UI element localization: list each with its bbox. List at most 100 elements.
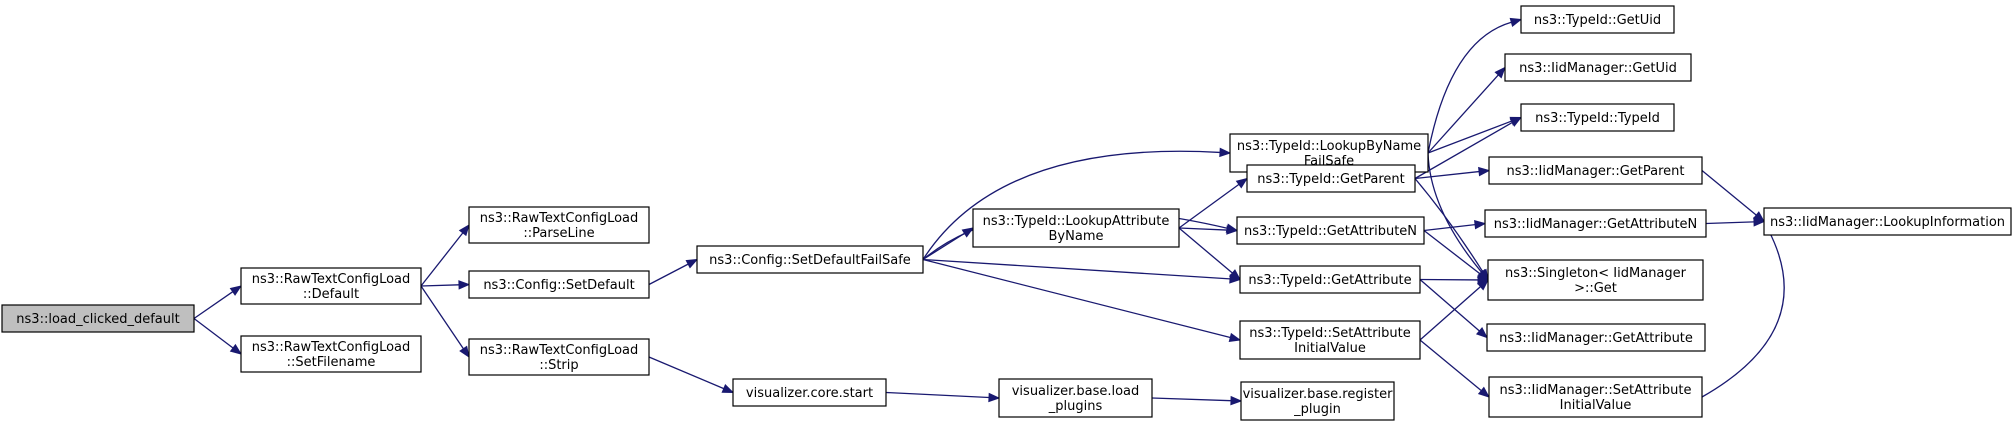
edge-config_setdefaultfailsafe-to-typeid_lookupattributebyname [922,227,975,261]
arrow-head-icon [229,343,243,355]
arrow-head-icon [458,280,471,290]
node-box [1239,320,1421,360]
node-typeid_typeid[interactable]: ns3::TypeId::TypeId [1520,103,1675,132]
node-box [240,335,422,373]
node-label: visualizer.base.register [1243,387,1394,402]
edge-line [1178,183,1240,229]
edge-line [648,356,725,390]
node-box [1484,209,1707,238]
edge-rtcl_default-to-rtcl_strip [420,285,470,359]
node-box [1246,164,1416,193]
arrow-head-icon [1476,279,1490,291]
node-iidm_lookupinformation[interactable]: ns3::IidManager::LookupInformation [1763,207,2012,236]
node-config_setdefault[interactable]: ns3::Config::SetDefault [468,270,650,299]
edge-line [1414,178,1484,272]
node-label: ns3::load_clicked_default [16,312,179,327]
node-label: visualizer.base.load [1012,384,1140,399]
node-label: ns3::RawTextConfigLoad [480,343,639,358]
node-box [998,378,1153,418]
node-box [696,245,924,274]
edge-line [1701,230,1785,398]
arrow-head-icon [1219,147,1232,158]
edge-line [1701,169,1757,216]
edge-line [193,317,234,349]
edge-typeid_setattributeinitialvalue-to-iidm_setattributeinitialvalue [1419,339,1491,398]
node-rtcl_parseline[interactable]: ns3::RawTextConfigLoad::ParseLine [468,206,650,244]
edge-typeid_getparent-to-typeid_typeid [1414,116,1523,180]
node-typeid_getattribute[interactable]: ns3::TypeId::GetAttribute [1239,265,1421,294]
node-label: ::Strip [539,358,578,373]
edge-typeid_setattributeinitialvalue-to-singleton_get [1419,279,1490,341]
arrow-head-icon [229,285,243,296]
node-rtcl_strip[interactable]: ns3::RawTextConfigLoad::Strip [468,338,650,376]
edge-line [1178,227,1233,274]
node-iidm_getattribute[interactable]: ns3::IidManager::GetAttribute [1486,323,1706,352]
node-iidm_getuid[interactable]: ns3::IidManager::GetUid [1504,53,1692,82]
node-iidm_getattributen[interactable]: ns3::IidManager::GetAttributeN [1484,209,1707,238]
edge-iidm_getparent-to-iidm_lookupinformation [1701,169,1766,223]
edge-line [1419,339,1482,392]
node-label: InitialValue [1560,398,1632,413]
node-vis_base_load_plugins[interactable]: visualizer.base.load_plugins [998,378,1153,418]
node-iidm_setattributeinitialvalue[interactable]: ns3::IidManager::SetAttributeInitialValu… [1488,376,1703,418]
edge-line [1705,221,1755,225]
node-label: ns3::IidManager::GetUid [1519,61,1677,76]
node-typeid_getuid[interactable]: ns3::TypeId::GetUid [1520,5,1675,34]
edge-iidm_setattributeinitialvalue-to-iidm_lookupinformation [1701,220,1785,398]
node-label: ns3::TypeId::GetUid [1534,13,1661,28]
edge-config_setdefaultfailsafe-to-typeid_lookupbynamefailsafe [922,147,1232,260]
arrow-head-icon [988,392,1001,403]
edge-rtcl_default-to-rtcl_parseline [420,223,470,287]
edge-config_setdefaultfailsafe-to-typeid_setattributeinitialvalue [922,258,1242,343]
node-rtcl_setfilename[interactable]: ns3::RawTextConfigLoad::SetFilename [240,335,422,373]
edge-line [922,232,965,261]
arrow-head-icon [1509,17,1523,27]
node-typeid_getparent[interactable]: ns3::TypeId::GetParent [1246,164,1416,193]
node-vis_core_start[interactable]: visualizer.core.start [732,378,887,407]
edge-line [648,263,689,286]
node-singleton_get[interactable]: ns3::Singleton< IidManager >::Get [1487,259,1704,301]
node-iidm_getparent[interactable]: ns3::IidManager::GetParent [1488,156,1703,185]
node-box [1488,156,1703,185]
node-label: ns3::IidManager::GetAttributeN [1494,217,1698,232]
arrow-head-icon [685,258,699,269]
node-box [1488,376,1703,418]
node-load_clicked_default[interactable]: ns3::load_clicked_default [1,304,195,333]
node-box [1,304,195,333]
node-label: ns3::TypeId::TypeId [1535,111,1660,126]
arrow-head-icon [1509,116,1523,127]
node-typeid_getattributen[interactable]: ns3::TypeId::GetAttributeN [1236,216,1425,245]
edge-line [1419,279,1480,332]
edge-rtcl_default-to-config_setdefault [420,280,471,290]
node-box [468,270,650,299]
arrow-head-icon [1228,332,1242,343]
node-label: ns3::IidManager::GetParent [1506,164,1684,179]
node-box [1487,259,1704,301]
edges-layer [193,17,1785,406]
node-rtcl_default[interactable]: ns3::RawTextConfigLoad::Default [240,267,422,305]
edge-rtcl_strip-to-vis_core_start [648,356,735,394]
edge-line [1427,120,1512,154]
edge-load_clicked_default-to-rtcl_setfilename [193,317,243,355]
edge-line [1423,229,1481,275]
node-label: ns3::TypeId::LookupAttribute [983,214,1170,229]
arrow-head-icon [721,384,735,394]
node-label: >::Get [1574,281,1617,296]
edge-line [420,285,464,350]
edge-line [1427,74,1499,154]
node-config_setdefaultfailsafe[interactable]: ns3::Config::SetDefaultFailSafe [696,245,924,274]
node-box [468,338,650,376]
arrow-head-icon [1753,217,1766,227]
node-label: ns3::TypeId::LookupByName [1237,139,1421,154]
node-vis_base_register_plugin[interactable]: visualizer.base.register_plugin [1240,381,1395,421]
node-label: ns3::RawTextConfigLoad [480,211,639,226]
node-box [972,208,1180,248]
edge-line [1419,286,1481,341]
node-label: ByName [1049,229,1104,244]
node-label: ns3::TypeId::SetAttribute [1249,326,1411,341]
node-label: ns3::TypeId::GetAttributeN [1244,224,1417,239]
node-label: visualizer.core.start [746,386,873,401]
